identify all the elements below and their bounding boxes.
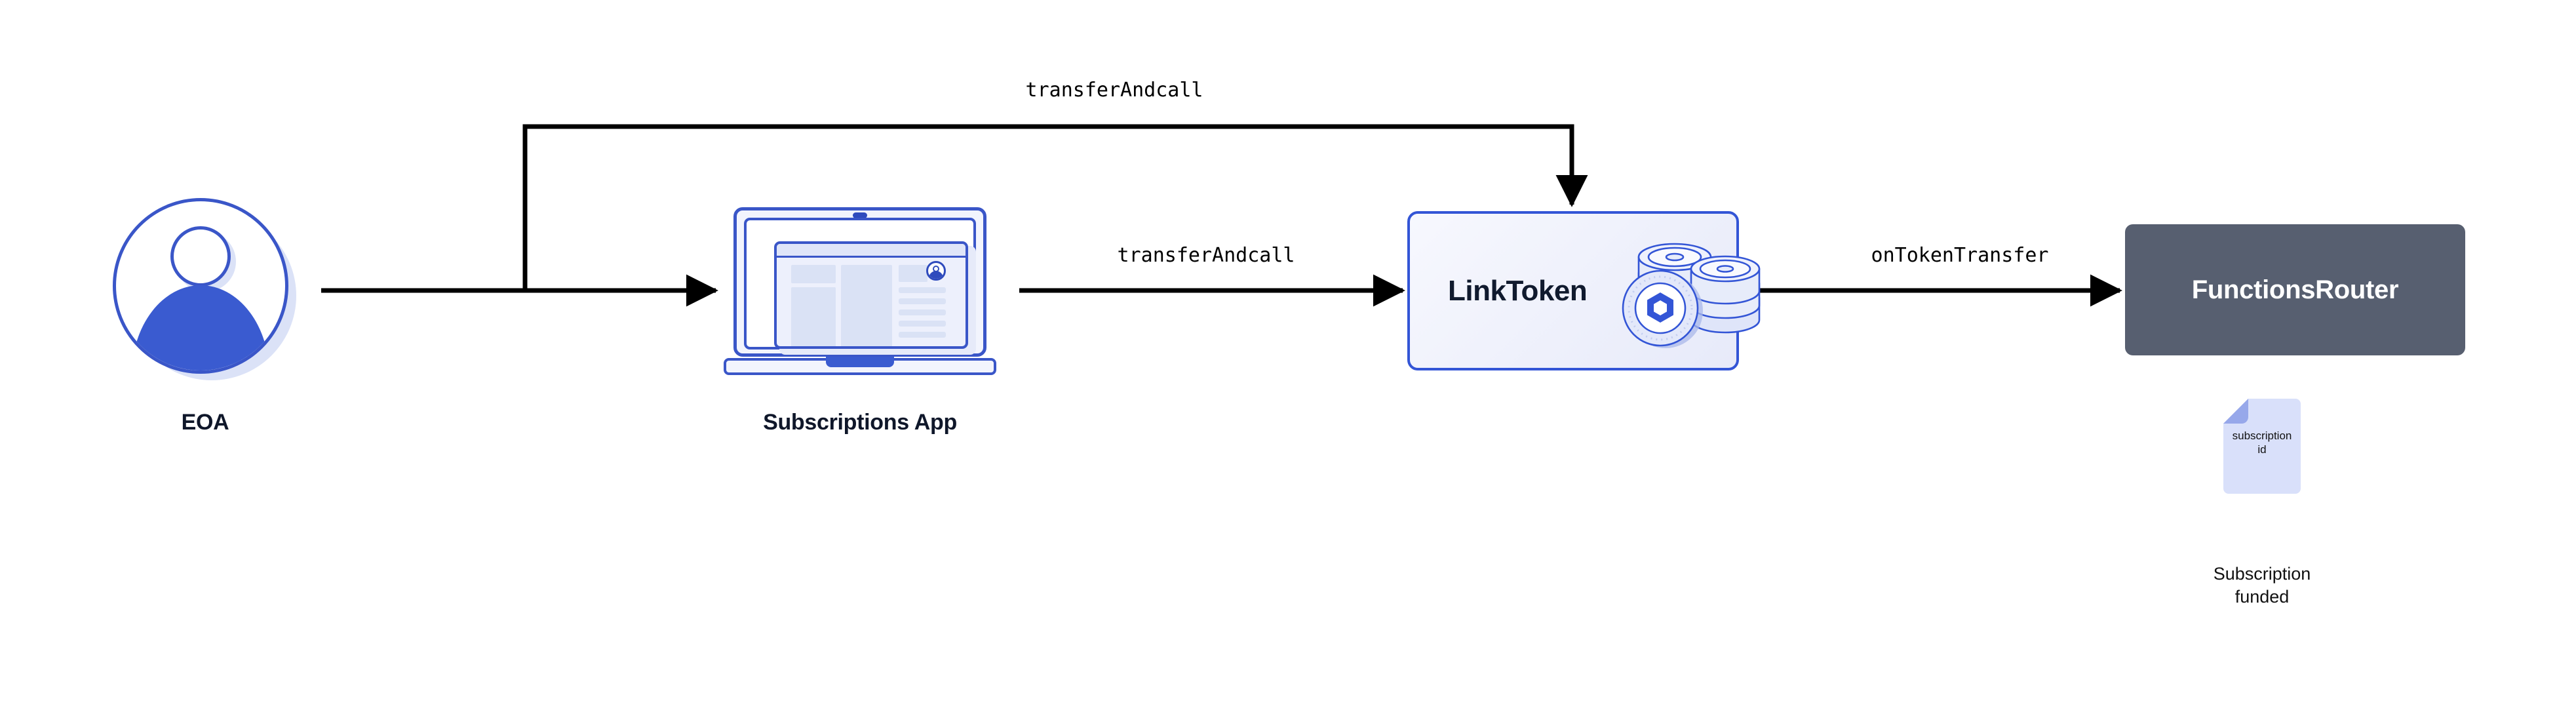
avatar-body bbox=[132, 285, 269, 370]
screen-right-line-2 bbox=[899, 298, 946, 304]
document-text: subscription id bbox=[2232, 429, 2292, 456]
laptop-lid bbox=[733, 207, 986, 357]
screen-main-block bbox=[841, 265, 892, 346]
edge-label-app-to-linktoken: transferAndcall bbox=[1117, 244, 1295, 267]
screen-right-block bbox=[899, 265, 927, 282]
node-label-subscriptions-app: Subscriptions App bbox=[763, 410, 957, 435]
node-subscriptions-app[interactable] bbox=[724, 207, 996, 375]
node-label-link-token: LinkToken bbox=[1448, 274, 1588, 307]
screen-right-line-1 bbox=[899, 287, 946, 293]
laptop-bezel bbox=[744, 218, 976, 355]
avatar-head bbox=[170, 226, 231, 287]
screen-sidebar-block-1 bbox=[791, 265, 836, 283]
screen-titlebar bbox=[777, 244, 966, 258]
node-functions-router[interactable]: FunctionsRouter bbox=[2125, 224, 2465, 355]
laptop-notch bbox=[826, 357, 894, 367]
laptop-screen bbox=[774, 241, 968, 349]
user-avatar-icon bbox=[113, 198, 288, 374]
edge-label-linktoken-to-router: onTokenTransfer bbox=[1871, 244, 2049, 267]
laptop-camera-icon bbox=[853, 212, 867, 218]
screen-avatar-icon bbox=[926, 261, 946, 281]
screen-sidebar-block-2 bbox=[791, 287, 836, 346]
document-fold bbox=[2223, 399, 2248, 424]
screen-avatar-body bbox=[928, 271, 944, 279]
node-label-functions-router: FunctionsRouter bbox=[2191, 275, 2399, 304]
link-coin-stack-icon bbox=[1622, 243, 1761, 348]
edge-label-eoa-to-linktoken-top: transferAndcall bbox=[1025, 79, 1203, 102]
node-label-eoa: EOA bbox=[181, 410, 229, 435]
edge-eoa-to-linktoken-top bbox=[522, 124, 1588, 290]
screen-right-line-3 bbox=[899, 309, 946, 315]
subscription-funded-caption: Subscription funded bbox=[2213, 564, 2311, 607]
screen-right-line-4 bbox=[899, 321, 946, 327]
node-eoa[interactable] bbox=[113, 198, 298, 383]
screen-right-line-5 bbox=[899, 332, 946, 338]
document-icon: subscription id bbox=[2223, 399, 2301, 494]
